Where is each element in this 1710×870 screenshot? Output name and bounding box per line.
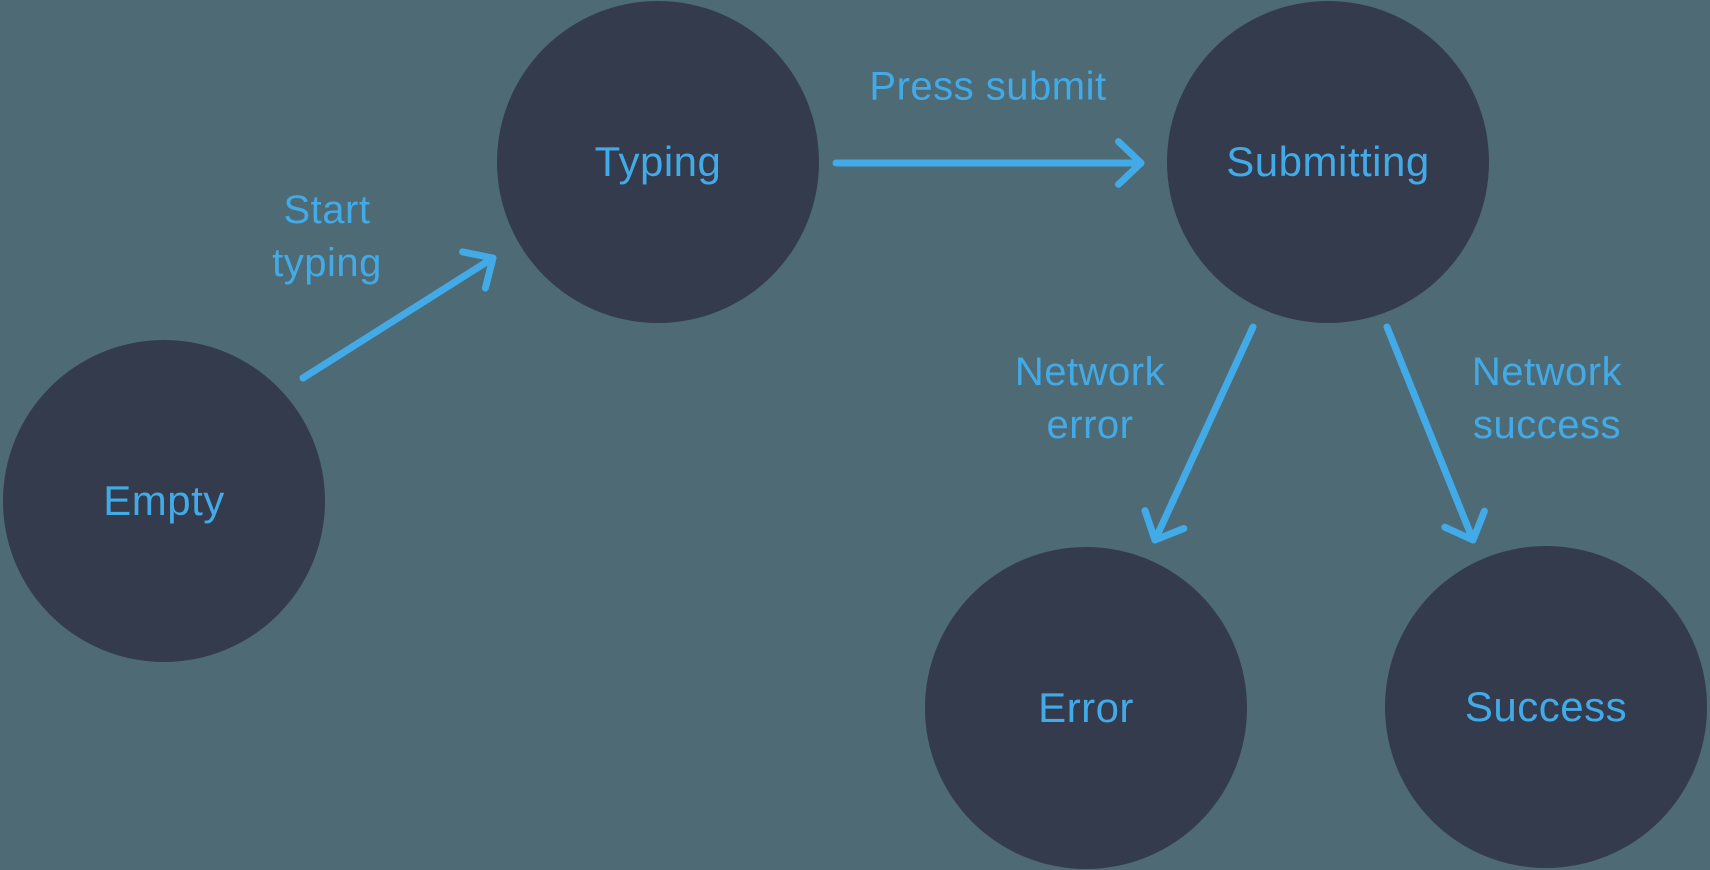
state-node-error: Error xyxy=(925,547,1247,869)
state-label-typing: Typing xyxy=(594,138,722,185)
transition-arrow-network-success xyxy=(1383,323,1488,544)
transition-label-network-error: Network error xyxy=(1014,350,1166,447)
state-label-error: Error xyxy=(1038,684,1134,731)
state-label-submitting: Submitting xyxy=(1226,138,1430,185)
state-node-typing: Typing xyxy=(497,1,819,323)
state-label-success: Success xyxy=(1464,683,1628,730)
transition-arrow-press-submit xyxy=(832,138,1145,188)
transition-label-press-submit: Press submit xyxy=(869,64,1107,109)
state-node-empty: Empty xyxy=(3,340,325,662)
state-label-empty: Empty xyxy=(103,477,225,524)
transition-label-start-typing: Start typing xyxy=(272,188,382,285)
state-node-submitting: Submitting xyxy=(1167,1,1489,323)
transition-label-network-success: Network success xyxy=(1471,350,1623,447)
state-node-success: Success xyxy=(1385,546,1707,868)
